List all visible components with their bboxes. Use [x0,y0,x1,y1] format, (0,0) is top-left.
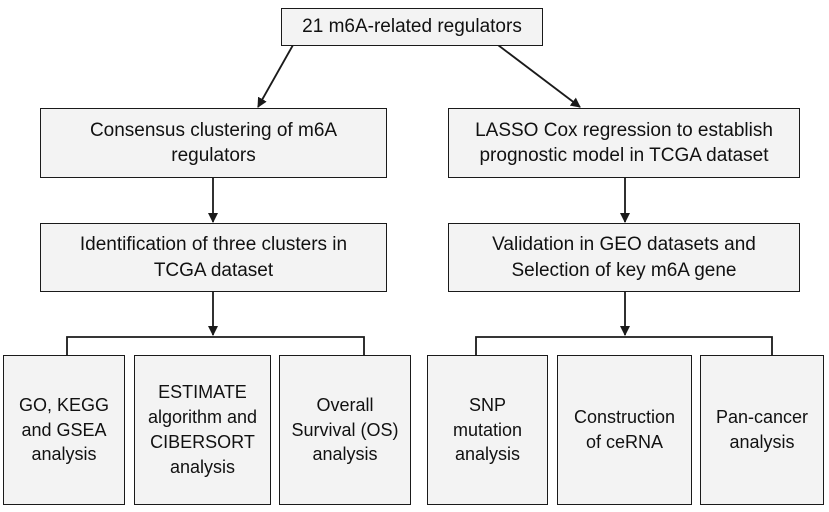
right-leaf-3: Pan-cancer analysis [700,355,824,505]
right-leaf-3-label: Pan-cancer analysis [715,407,809,452]
left-leaf-2-label: ESTIMATE algorithm and CIBERSORT analysi… [147,382,258,477]
right-step1-label: LASSO Cox regression to establish progno… [475,119,773,166]
right-leaf-2: Construction of ceRNA [557,355,692,505]
right-step2-node: Validation in GEO datasets and Selection… [448,223,800,292]
left-step1-label: Consensus clustering of m6A regulators [89,119,338,166]
left-leaf-bracket [66,336,365,355]
right-leaf-2-label: Construction of ceRNA [573,407,676,452]
right-leaf-1-label: SNP mutation analysis [452,394,523,465]
right-step1-node: LASSO Cox regression to establish progno… [448,108,800,178]
left-step2-node: Identification of three clusters in TCGA… [40,223,387,292]
left-leaf-2: ESTIMATE algorithm and CIBERSORT analysi… [134,355,271,505]
left-step1-node: Consensus clustering of m6A regulators [40,108,387,178]
arrow-root-to-right [497,44,581,108]
left-leaf-3: Overall Survival (OS) analysis [279,355,411,505]
root-node-label: 21 m6A-related regulators [302,16,522,38]
right-leaf-1: SNP mutation analysis [427,355,548,505]
left-leaf-1-label: GO, KEGG and GSEA analysis [18,394,110,465]
arrow-root-to-left [257,44,294,108]
right-step2-label: Validation in GEO datasets and Selection… [492,234,756,281]
root-node: 21 m6A-related regulators [281,8,543,46]
right-leaf-bracket [475,336,773,355]
left-leaf-1: GO, KEGG and GSEA analysis [3,355,125,505]
left-step2-label: Identification of three clusters in TCGA… [79,234,348,281]
left-leaf-3-label: Overall Survival (OS) analysis [291,394,399,465]
